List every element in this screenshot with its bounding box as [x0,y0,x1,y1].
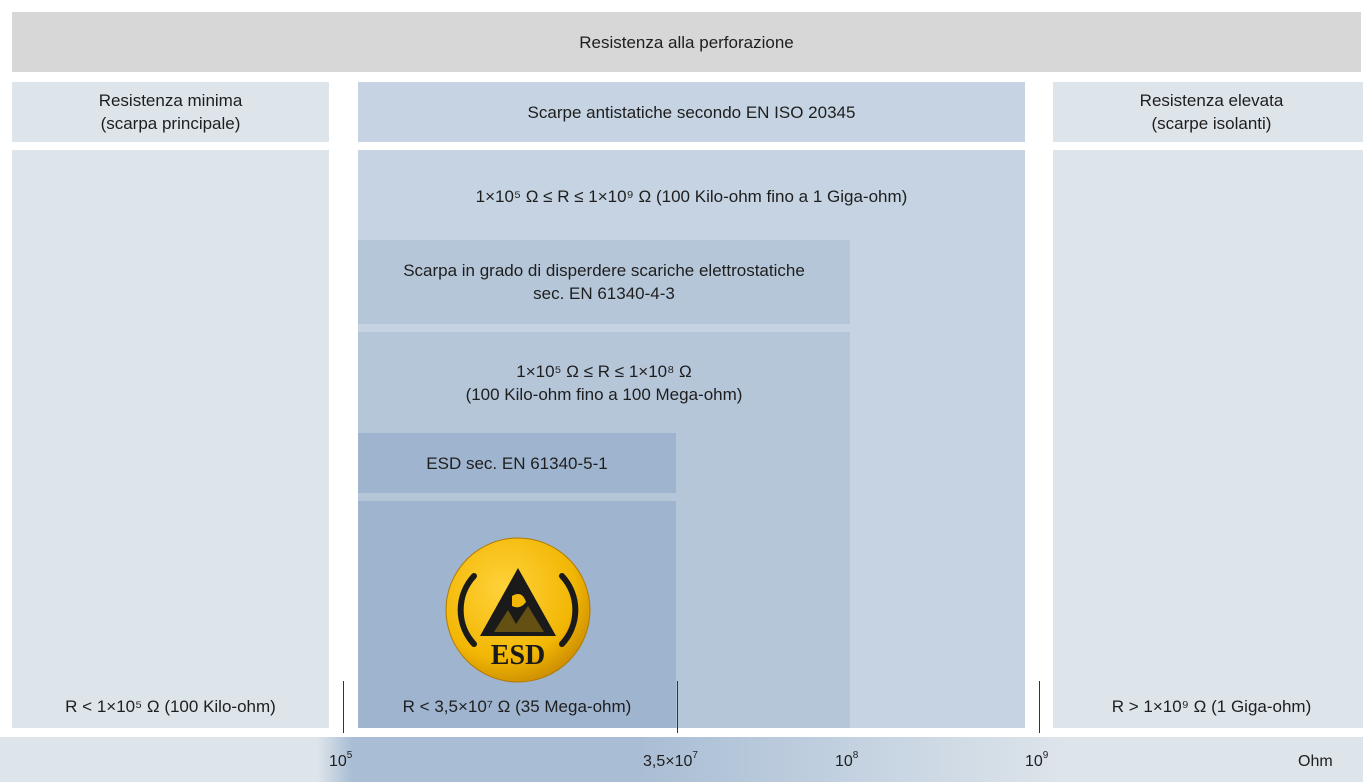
tick-line-1e5 [343,681,344,733]
dissipative-range: 1×10⁵ Ω ≤ R ≤ 1×10⁸ Ω (100 Kilo-ohm fino… [465,362,743,404]
minimum-resistance-value: R < 1×10⁵ Ω (100 Kilo-ohm) [65,696,276,716]
page-title: Resistenza alla perforazione [12,12,1361,72]
axis-tick-1e8: 108 [835,749,859,770]
tick-line-3-5e7 [677,681,678,733]
esd-heading: ESD sec. EN 61340-5-1 [358,433,676,493]
dissipative-heading: Scarpa in grado di disperdere scariche e… [358,240,850,324]
axis-tick-1e9: 109 [1025,749,1049,770]
axis-tick-1e5: 105 [329,749,353,770]
antistatic-heading: Scarpe antistatiche secondo EN ISO 20345 [358,82,1025,142]
high-resistance-panel [1053,150,1363,728]
esd-logo-icon: ESD [444,536,592,684]
tick-line-1e9 [1039,681,1040,733]
high-resistance-heading: Resistenza elevata (scarpe isolanti) [1053,82,1363,142]
axis-tick-3-5e7: 3,5×107 [643,749,698,770]
high-resistance-value: R > 1×10⁹ Ω (1 Giga-ohm) [1111,696,1312,716]
minimum-resistance-panel [12,150,329,728]
esd-value: R < 3,5×10⁷ Ω (35 Mega-ohm) [402,696,632,716]
ohm-axis [0,737,1363,782]
page-title-text: Resistenza alla perforazione [579,32,794,52]
axis-unit: Ohm [1298,753,1333,770]
minimum-resistance-heading: Resistenza minima (scarpa principale) [12,82,329,142]
antistatic-range: 1×10⁵ Ω ≤ R ≤ 1×10⁹ Ω (100 Kilo-ohm fino… [475,186,908,206]
svg-text:ESD: ESD [491,640,545,671]
